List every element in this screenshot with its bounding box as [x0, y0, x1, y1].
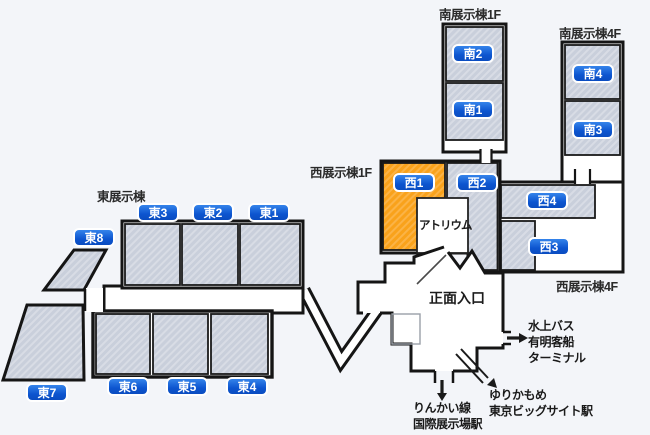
east-building-label: 東展示棟: [97, 190, 146, 204]
water-bus-note: 水上バス 有明客船 ターミナル: [528, 318, 586, 366]
hall-badge-west-1-selected[interactable]: 西1: [393, 173, 435, 192]
hall-badge-west-2[interactable]: 西2: [456, 173, 498, 192]
atrium-area: [416, 197, 469, 254]
water-bus-note-line: ターミナル: [528, 351, 586, 365]
hall-badge-south-3[interactable]: 南3: [572, 120, 614, 139]
hall-east-3-area: [124, 223, 181, 286]
hall-badge-west-4[interactable]: 西4: [526, 191, 568, 210]
hall-east-4-area: [210, 313, 269, 375]
water-bus-arrow-icon: [507, 333, 528, 343]
east-entrance-corridor: [298, 286, 384, 374]
hall-east-2-area: [181, 223, 239, 286]
south-4f-building-label: 南展示棟4F: [559, 27, 621, 41]
west-1f-building-label: 西展示棟1F: [310, 166, 372, 180]
hall-badge-east-3[interactable]: 東3: [137, 203, 179, 222]
yurikamome-note: ゆりかもめ 東京ビッグサイト駅: [489, 387, 593, 419]
hall-badge-east-2[interactable]: 東2: [192, 203, 234, 222]
hall-badge-east-1[interactable]: 東1: [248, 203, 290, 222]
water-bus-note-line: 有明客船: [528, 335, 575, 349]
entrance-subarea: [391, 313, 421, 345]
rinkai-note: りんかい線 国際展示場駅: [413, 400, 483, 432]
water-bus-note-line: 水上バス: [528, 319, 575, 333]
hall-badge-east-6[interactable]: 東6: [107, 377, 149, 396]
hall-east-5-area: [152, 313, 209, 375]
rinkai-line-arrow-icon: [437, 380, 447, 401]
yurikamome-note-line: 東京ビッグサイト駅: [489, 404, 593, 418]
hall-badge-south-1[interactable]: 南1: [452, 100, 494, 119]
south4f-west4f-passage: [575, 179, 590, 186]
hall-east-1-area: [239, 223, 301, 286]
entrance-plaza-outline: [356, 245, 505, 373]
hall-badge-east-5[interactable]: 東5: [166, 377, 208, 396]
west-4f-building-label: 西展示棟4F: [556, 280, 618, 294]
atrium-walkway-line: [416, 254, 447, 285]
rinkai-note-line: りんかい線: [413, 401, 471, 415]
yurikamome-note-line: ゆりかもめ: [489, 388, 547, 402]
south1f-west1f-passage: [481, 150, 491, 163]
yurikamome-arrow-icon: [455, 348, 497, 388]
hall-east-7-area: [0, 303, 86, 382]
hall-badge-south-2[interactable]: 南2: [452, 44, 494, 63]
hall-badge-east-8[interactable]: 東8: [73, 228, 115, 247]
entrance-plaza: [358, 247, 503, 371]
hall-badge-east-4[interactable]: 東4: [226, 377, 268, 396]
hall-badge-west-3[interactable]: 西3: [528, 237, 570, 256]
hall-badge-east-7[interactable]: 東7: [26, 383, 68, 402]
station-exit: [433, 371, 455, 383]
main-entrance-label: 正面入口: [429, 290, 485, 306]
east-8-passage: [86, 288, 103, 312]
hall-badge-south-4[interactable]: 南4: [572, 64, 614, 83]
water-bus-exit: [503, 330, 511, 346]
rinkai-note-line: 国際展示場駅: [413, 417, 483, 431]
hall-east-6-area: [95, 313, 151, 375]
south-1f-building-label: 南展示棟1F: [439, 8, 501, 22]
atrium-label: アトリウム: [419, 220, 472, 232]
